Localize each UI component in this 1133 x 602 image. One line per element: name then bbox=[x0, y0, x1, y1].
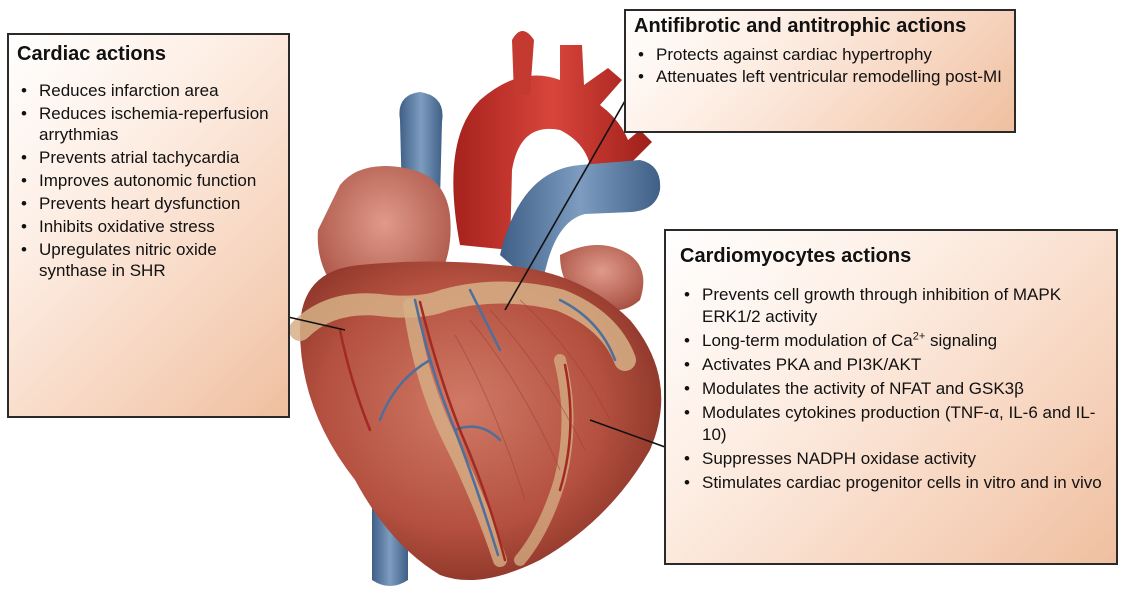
cardiac-actions-box: Cardiac actions Reduces infarction area … bbox=[7, 33, 290, 418]
list-item: Stimulates cardiac progenitor cells in v… bbox=[680, 472, 1106, 494]
list-item: Reduces infarction area bbox=[17, 80, 278, 101]
list-item: Upregulates nitric oxide synthase in SHR bbox=[17, 239, 278, 281]
list-item: Modulates the activity of NFAT and GSK3β bbox=[680, 378, 1106, 400]
ca-text-before: Long-term modulation of Ca bbox=[702, 331, 913, 350]
list-item: Protects against cardiac hypertrophy bbox=[634, 44, 1004, 66]
list-item: Suppresses NADPH oxidase activity bbox=[680, 448, 1106, 470]
cardiac-actions-title: Cardiac actions bbox=[17, 42, 278, 66]
antifibrotic-actions-list: Protects against cardiac hypertrophy Att… bbox=[634, 44, 1004, 88]
list-item: Reduces ischemia-reperfusion arrythmias bbox=[17, 103, 278, 145]
ca-text-after: signaling bbox=[925, 331, 997, 350]
antifibrotic-actions-box: Antifibrotic and antitrophic actions Pro… bbox=[624, 9, 1016, 133]
list-item: Prevents atrial tachycardia bbox=[17, 147, 278, 168]
list-item: Attenuates left ventricular remodelling … bbox=[634, 66, 1004, 88]
antifibrotic-actions-title: Antifibrotic and antitrophic actions bbox=[634, 14, 1004, 38]
list-item: Improves autonomic function bbox=[17, 170, 278, 191]
list-item: Inhibits oxidative stress bbox=[17, 216, 278, 237]
list-item: Prevents cell growth through inhibition … bbox=[680, 284, 1106, 328]
cardiac-actions-list: Reduces infarction area Reduces ischemia… bbox=[17, 80, 278, 281]
cardiomyocytes-actions-list: Prevents cell growth through inhibition … bbox=[680, 284, 1106, 494]
list-item: Modulates cytokines production (TNF-α, I… bbox=[680, 402, 1106, 446]
list-item: Prevents heart dysfunction bbox=[17, 193, 278, 214]
list-item: Activates PKA and PI3K/AKT bbox=[680, 354, 1106, 376]
cardiomyocytes-actions-box: Cardiomyocytes actions Prevents cell gro… bbox=[664, 229, 1118, 565]
cardiomyocytes-actions-title: Cardiomyocytes actions bbox=[680, 244, 1106, 268]
list-item: Long-term modulation of Ca2+ signaling bbox=[680, 330, 1106, 352]
ca-superscript: 2+ bbox=[913, 330, 926, 342]
